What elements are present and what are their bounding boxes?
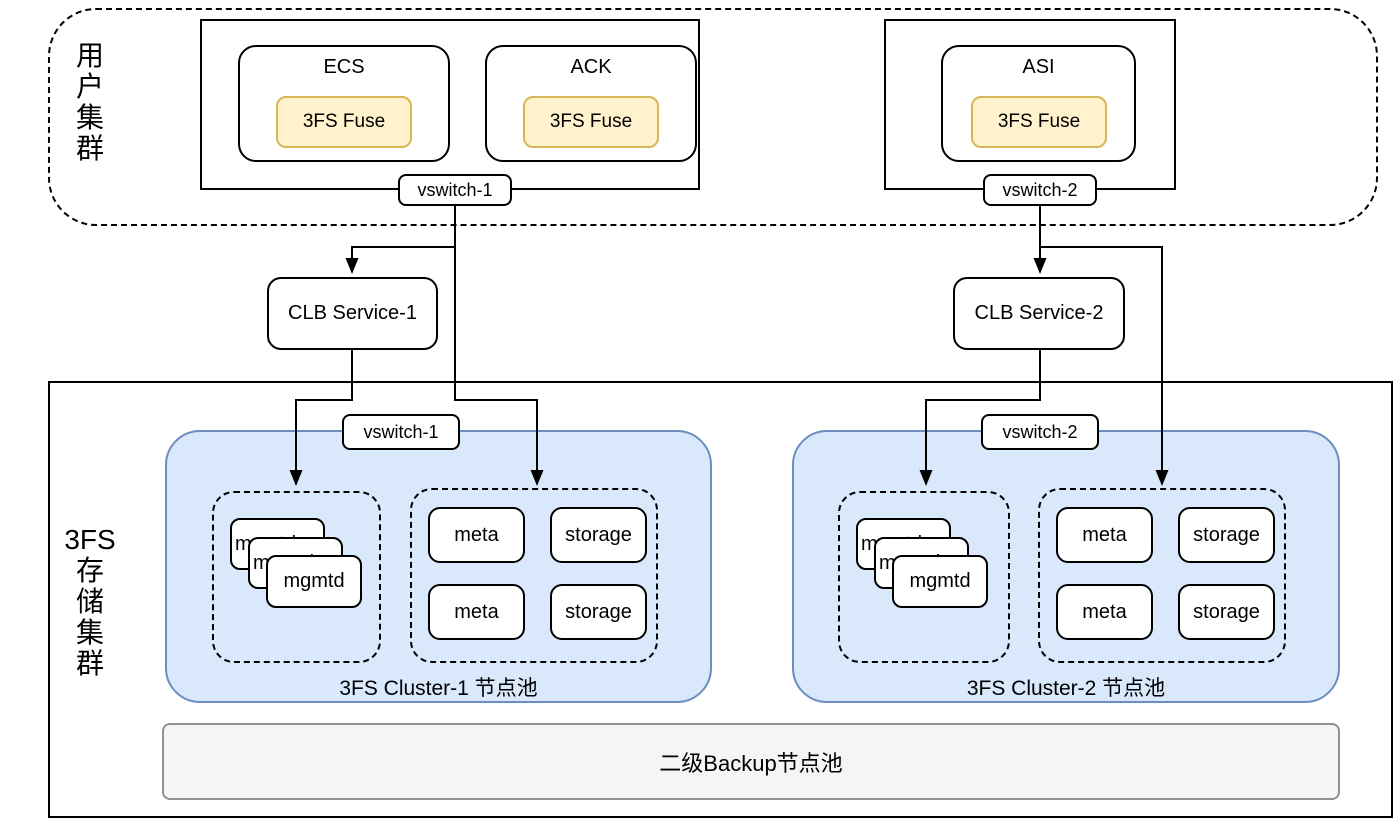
mgmtd-node-front-2: mgmtd bbox=[892, 555, 988, 608]
backup-pool: 二级Backup节点池 bbox=[162, 723, 1340, 800]
fuse-box-ack: 3FS Fuse bbox=[523, 96, 659, 148]
storage-node: storage bbox=[1178, 507, 1275, 563]
vswitch-2-top: vswitch-2 bbox=[983, 174, 1097, 206]
node-group-2 bbox=[1038, 488, 1286, 663]
storage-node: storage bbox=[550, 584, 647, 640]
vswitch-1-top: vswitch-1 bbox=[398, 174, 512, 206]
user-cluster-label: 用 户 集 群 bbox=[75, 40, 104, 164]
mgmtd-node-front-1: mgmtd bbox=[266, 555, 362, 608]
pool-1-label: 3FS Cluster-1 节点池 bbox=[339, 677, 538, 700]
meta-node: meta bbox=[1056, 507, 1153, 563]
storage-cluster-container bbox=[48, 381, 1393, 818]
meta-node: meta bbox=[428, 584, 525, 640]
fuse-box-ecs: 3FS Fuse bbox=[276, 96, 412, 148]
vswitch-1-pool: vswitch-1 bbox=[342, 414, 460, 450]
mgmtd-group-1 bbox=[212, 491, 381, 663]
fuse-box-asi: 3FS Fuse bbox=[971, 96, 1107, 148]
user-cluster-container bbox=[48, 8, 1378, 226]
mgmtd-group-2 bbox=[838, 491, 1010, 663]
meta-node: meta bbox=[1056, 584, 1153, 640]
storage-cluster-label: 3FS 存 储 集 群 bbox=[64, 524, 116, 679]
host-ack-title: ACK bbox=[570, 56, 612, 78]
meta-node: meta bbox=[428, 507, 525, 563]
host-asi-title: ASI bbox=[1022, 56, 1055, 78]
clb-service-1: CLB Service-1 bbox=[267, 277, 438, 350]
pool-2-label: 3FS Cluster-2 节点池 bbox=[966, 677, 1166, 700]
clb-service-2: CLB Service-2 bbox=[953, 277, 1125, 350]
storage-node: storage bbox=[1178, 584, 1275, 640]
node-group-1 bbox=[410, 488, 658, 663]
storage-node: storage bbox=[550, 507, 647, 563]
host-ecs-title: ECS bbox=[323, 56, 365, 78]
arrow-vswitch1-to-clb1 bbox=[345, 246, 455, 274]
vswitch-2-pool: vswitch-2 bbox=[981, 414, 1099, 450]
